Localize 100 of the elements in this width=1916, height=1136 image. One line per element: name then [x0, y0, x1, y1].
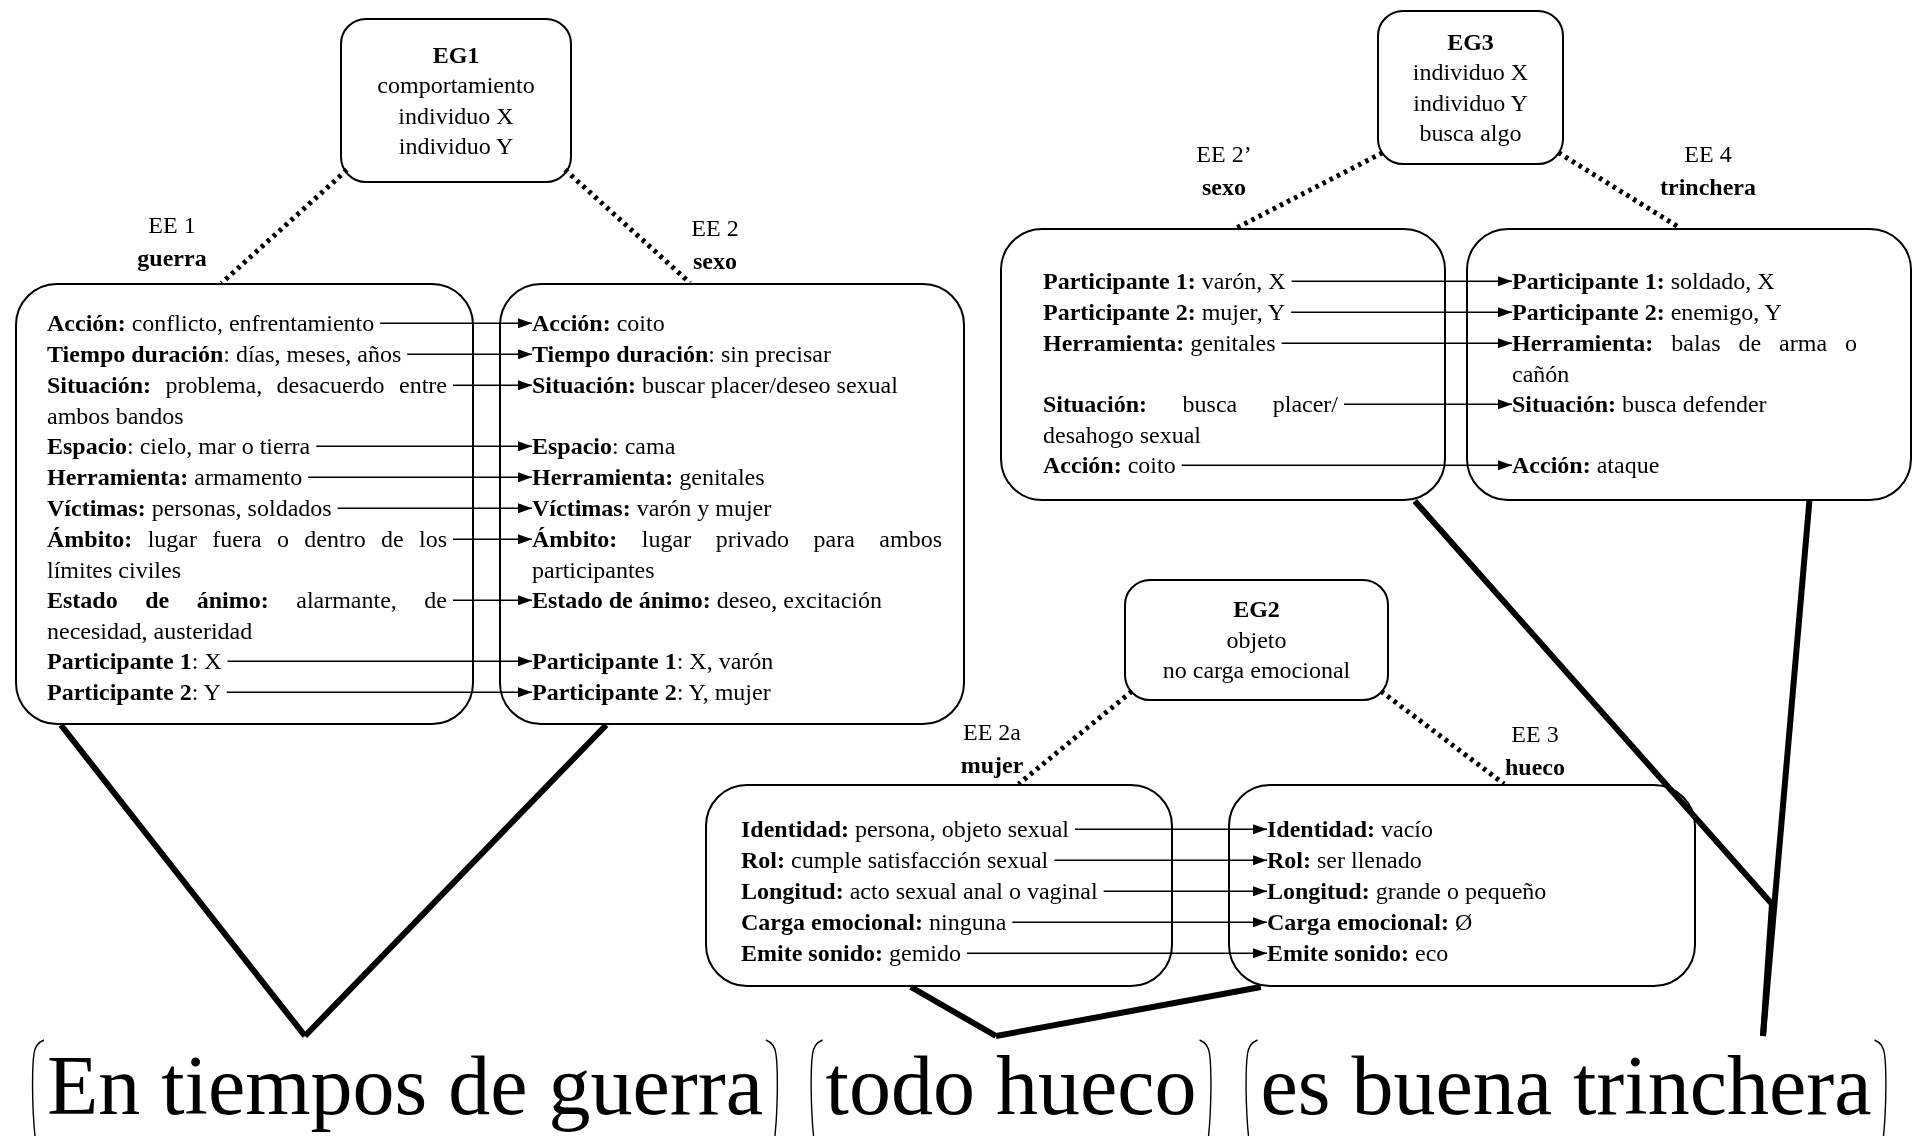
attribute-text: Carga emocional: ninguna	[741, 907, 1007, 938]
dotted-line	[219, 167, 349, 285]
attribute-text: Situación: buscar placer/deseo sexual	[532, 370, 898, 401]
attribute-text: Espacio: cielo, mar o tierra	[47, 431, 311, 462]
arrow	[226, 656, 533, 667]
concept-text: objeto	[1226, 625, 1287, 655]
dotted-line	[1235, 150, 1384, 231]
attribute-text: Rol: cumple satisfacción sexual	[741, 845, 1049, 876]
concept-box	[1377, 10, 1564, 165]
attribute-text: Rol: ser llenado	[1267, 845, 1422, 876]
concept-text: individuo Y	[398, 132, 514, 161]
arrow	[452, 595, 533, 606]
bracketed-phrase: todo hueco	[808, 1036, 1214, 1136]
bracketed-phrase: En tiempos de guerra	[29, 1036, 781, 1136]
section-label: EE 2	[691, 214, 739, 243]
attribute-text: Carga emocional: Ø	[1267, 907, 1473, 938]
attribute-text: Participante 1: X, varón	[532, 646, 774, 677]
section-label: EE 4	[1684, 140, 1732, 169]
attribute-text: Participante 2: enemigo, Y	[1512, 297, 1782, 328]
dotted-line	[1017, 689, 1134, 786]
arrow	[1053, 855, 1268, 866]
rounded-panel	[15, 283, 474, 725]
arrow	[1290, 276, 1513, 287]
attribute-text: Herramienta: genitales	[532, 462, 765, 493]
concept-heading: EG1	[432, 40, 480, 70]
attribute-text: Participante 1: varón, X	[1043, 266, 1286, 297]
concept-box	[340, 18, 572, 183]
arrow	[1290, 307, 1513, 318]
arrow	[315, 441, 533, 452]
concept-box	[1124, 579, 1389, 701]
arrow	[966, 948, 1268, 959]
concept-text: individuo X	[1412, 58, 1529, 87]
concept-text: individuo X	[398, 101, 514, 131]
arrow	[452, 534, 533, 545]
attribute-text: Estado de ánimo: alarmante, de necesidad, austeridad	[47, 585, 447, 646]
attribute-text: Situación: busca defender	[1512, 389, 1767, 420]
arrow	[336, 503, 533, 514]
attribute-text: Emite sonido: gemido	[741, 938, 961, 969]
rounded-panel	[1466, 228, 1912, 501]
attribute-text: Longitud: grande o pequeño	[1267, 876, 1547, 907]
arrow	[1180, 460, 1513, 471]
attribute-text: Participante 2: Y	[47, 677, 221, 708]
arrow	[1011, 917, 1268, 928]
arrow	[1074, 824, 1268, 835]
arrow	[1102, 886, 1268, 897]
arrow	[379, 318, 533, 329]
arrow	[307, 472, 533, 483]
attribute-text: Acción: coito	[1043, 450, 1176, 481]
domain-label: mujer	[960, 751, 1024, 780]
arrow	[226, 687, 533, 698]
attribute-text: Víctimas: varón y mujer	[532, 493, 772, 524]
attribute-text: Participante 2: Y, mujer	[532, 677, 771, 708]
attribute-text: Víctimas: personas, soldados	[47, 493, 332, 524]
section-label: EE 3	[1511, 720, 1559, 749]
attribute-text: Herramienta: armamento	[47, 462, 303, 493]
thick-line	[58, 723, 308, 1038]
domain-label: sexo	[693, 247, 737, 276]
attribute-text: Participante 2: mujer, Y	[1043, 297, 1286, 328]
concept-heading: EG3	[1447, 27, 1494, 57]
thick-line	[302, 722, 609, 1039]
domain-label: hueco	[1505, 753, 1565, 782]
attribute-text: Emite sonido: eco	[1267, 938, 1449, 969]
arrow	[406, 349, 533, 360]
rounded-panel	[499, 283, 965, 725]
attribute-text: Situación: problema, desacuerdo entre ambos bandos	[47, 370, 447, 431]
attribute-text: Participante 1: X	[47, 646, 222, 677]
thick-line	[909, 984, 998, 1039]
concept-text: comportamiento	[377, 71, 535, 100]
attribute-text: Identidad: persona, objeto sexual	[741, 814, 1069, 845]
domain-label: guerra	[137, 244, 207, 273]
arrow	[1343, 399, 1513, 410]
concept-text: individuo Y	[1413, 88, 1528, 118]
attribute-text: Longitud: acto sexual anal o vaginal	[741, 876, 1098, 907]
thick-line	[1760, 500, 1813, 1037]
section-label: EE 1	[148, 211, 196, 240]
attribute-text: Acción: coito	[532, 308, 665, 339]
attribute-text: Espacio: cama	[532, 431, 676, 462]
section-label: EE 2a	[963, 718, 1021, 747]
arrow	[1280, 338, 1513, 349]
domain-label: trinchera	[1660, 173, 1756, 202]
bracketed-phrase: es buena trinchera	[1243, 1036, 1889, 1136]
attribute-text: Herramienta: genitales	[1043, 328, 1276, 359]
domain-label: sexo	[1202, 173, 1246, 202]
attribute-text: Acción: conflicto, enfrentamiento	[47, 308, 375, 339]
rounded-panel	[705, 784, 1173, 987]
attribute-text: Acción: ataque	[1512, 450, 1660, 481]
attribute-text: Participante 1: soldado, X	[1512, 266, 1775, 297]
section-label: EE 2’	[1196, 140, 1252, 169]
concept-heading: EG2	[1233, 595, 1280, 625]
rounded-panel	[1228, 784, 1696, 987]
concept-text: busca algo	[1419, 119, 1522, 148]
dotted-line	[1379, 689, 1506, 786]
attribute-text: Tiempo duración: días, meses, años	[47, 339, 402, 370]
concept-text: no carga emocional	[1162, 656, 1351, 686]
rounded-panel	[1000, 228, 1446, 501]
dotted-line	[563, 167, 692, 285]
arrow	[452, 380, 533, 391]
attribute-text: Identidad: vacío	[1267, 814, 1434, 845]
thick-line	[995, 984, 1262, 1039]
attribute-text: Tiempo duración: sin precisar	[532, 339, 831, 370]
